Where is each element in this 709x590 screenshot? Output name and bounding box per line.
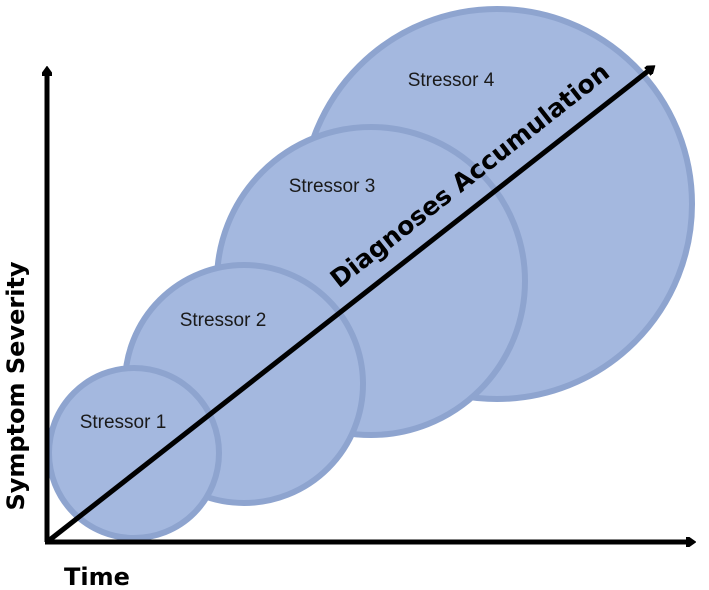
stressor-1-label: Stressor 1	[80, 412, 167, 433]
stressor-1-circle	[46, 365, 222, 541]
diagnoses-accumulation-arrow	[45, 68, 652, 544]
y-axis-label: Symptom Severity	[2, 261, 30, 510]
stressor-4-label: Stressor 4	[408, 70, 495, 91]
stressor-3-label: Stressor 3	[289, 176, 376, 197]
x-axis-label: Time	[64, 563, 130, 590]
stressor-2-label: Stressor 2	[180, 310, 267, 331]
